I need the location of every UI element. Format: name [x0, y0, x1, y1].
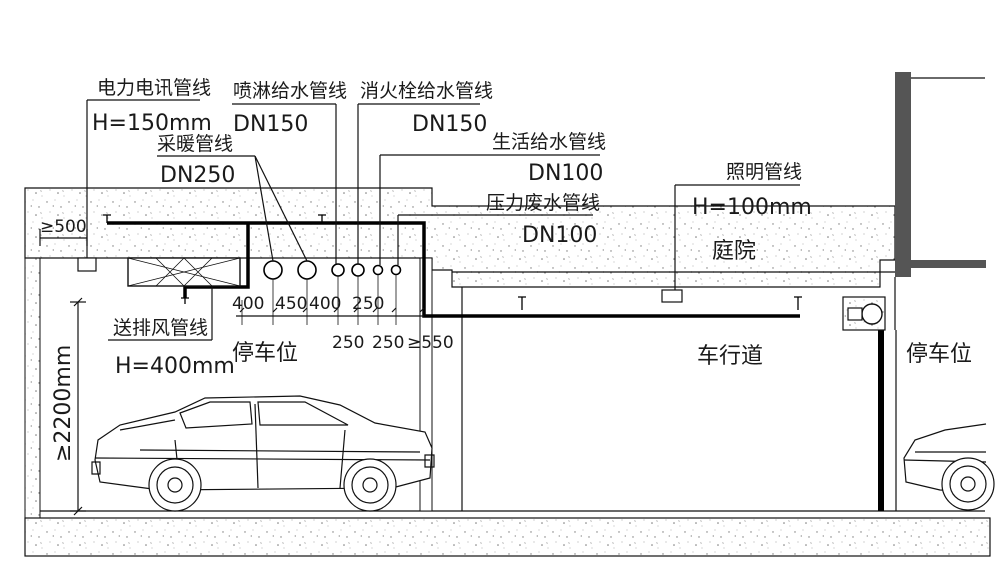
lighting-tray — [661, 289, 683, 303]
parking-left-label: 停车位 — [232, 341, 298, 366]
sprinkler-supply-pipe — [297, 260, 317, 280]
building-wall — [895, 72, 911, 277]
power-telecom-label: 电力电讯管线 — [97, 77, 211, 99]
dimension-lines — [39, 229, 425, 516]
fan-unit — [842, 296, 886, 331]
heating-label: 采暖管线 — [157, 133, 233, 155]
car-right — [903, 423, 995, 511]
power-telecom-height: H=150mm — [92, 111, 212, 136]
leader-lines — [86, 99, 800, 341]
parking-right-label: 停车位 — [906, 342, 972, 367]
dim-400b: 400 — [309, 294, 341, 314]
ventilation-label: 送排风管线 — [113, 317, 208, 339]
lighting-label: 照明管线 — [726, 161, 802, 183]
building-slab — [911, 260, 986, 268]
dim-250top: 250 — [352, 294, 384, 314]
heating-dn: DN250 — [160, 163, 235, 188]
ventilation-height: H=400mm — [115, 354, 235, 379]
dim-250a: 250 — [332, 333, 364, 353]
dim-450: 450 — [275, 294, 307, 314]
lighting-height: H=100mm — [692, 195, 812, 220]
sprinkler-heads — [103, 214, 802, 310]
hydrant-dn: DN150 — [412, 112, 487, 137]
pressure-waste-dn: DN100 — [522, 223, 597, 248]
pressure-waste-pipe — [390, 264, 402, 276]
hydrant-pipe-1 — [331, 263, 345, 277]
dim-400a: 400 — [232, 294, 264, 314]
hydrant-label: 消火栓给水管线 — [360, 80, 493, 102]
domestic-water-label: 生活给水管线 — [492, 131, 606, 153]
courtyard-label: 庭院 — [712, 239, 756, 264]
driveway-label: 车行道 — [697, 344, 763, 369]
floor-slab — [24, 517, 991, 557]
car-left — [91, 395, 435, 512]
heating-pipe — [263, 260, 283, 280]
ventilation-duct — [127, 257, 241, 287]
dim-height: ≥2200mm — [51, 345, 76, 462]
pressure-waste-label: 压力废水管线 — [486, 192, 600, 214]
sprinkler-branch-pipe — [183, 223, 250, 298]
domestic-water-pipe — [372, 264, 384, 276]
column-right — [878, 330, 884, 511]
dim-250b: 250 — [372, 333, 404, 353]
domestic-water-dn: DN100 — [528, 161, 603, 186]
dim-min500: ≥500 — [40, 217, 87, 237]
sprinkler-dn: DN150 — [233, 112, 308, 137]
power-telecom-tray — [77, 257, 97, 272]
dim-min550: ≥550 — [407, 333, 454, 353]
sprinkler-main-pipe — [107, 221, 800, 318]
sprinkler-label: 喷淋给水管线 — [233, 80, 347, 102]
left-wall — [24, 257, 41, 519]
hydrant-pipe-2 — [351, 263, 365, 277]
